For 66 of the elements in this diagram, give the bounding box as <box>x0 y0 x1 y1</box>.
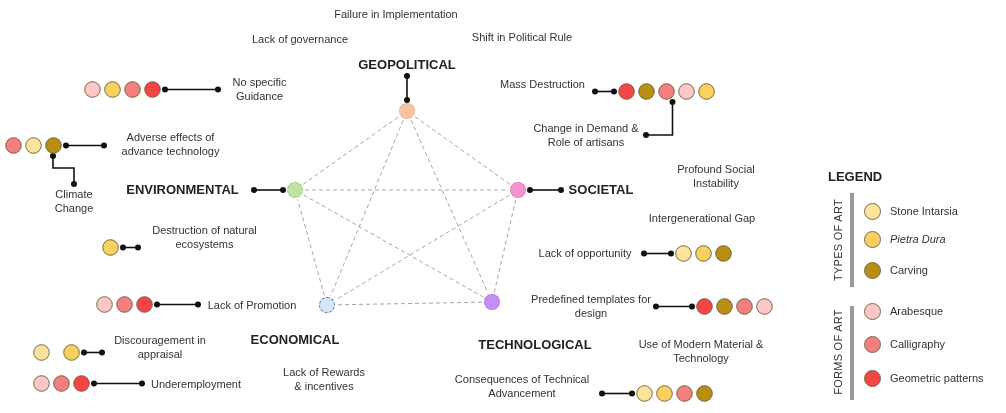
issue-label: Discouragement in appraisal <box>113 333 207 361</box>
color-dots <box>636 385 713 402</box>
issue-label: Lack of Promotion <box>207 298 297 312</box>
legend-text: Pietra Dura <box>890 232 946 248</box>
dashed-line <box>414 116 511 185</box>
legend-text: Arabesque <box>890 304 944 320</box>
category-label: GEOPOLITICAL <box>358 57 456 73</box>
issue-label: Intergenerational Gap <box>647 211 757 225</box>
color-dots <box>675 245 732 262</box>
color-dots <box>84 81 161 98</box>
issue-label: Profound Social Instability <box>676 162 756 190</box>
dashed-line <box>303 194 484 298</box>
connector-line <box>404 73 410 103</box>
issue-label: Lack of governance <box>251 32 349 46</box>
connector-line <box>643 99 676 138</box>
connector-line <box>91 380 145 387</box>
color-dots <box>33 375 90 392</box>
issue-label: Predefined templates for design <box>530 292 652 320</box>
issue-label: Failure in Implementation <box>333 7 459 21</box>
legend-title: LEGEND <box>828 168 884 186</box>
connector-line <box>592 88 617 95</box>
legend-text: Stone Intarsia <box>890 204 958 220</box>
legend-text: Geometric patterns <box>890 371 984 387</box>
legend-text: Calligraphy <box>890 337 946 353</box>
dashed-line <box>335 194 510 301</box>
color-dots <box>5 137 62 154</box>
issue-label: Mass Destruction <box>500 77 585 91</box>
dashed-line <box>336 301 483 306</box>
color-dots <box>102 239 119 256</box>
dashed-line <box>297 199 325 296</box>
connector-line <box>527 187 564 193</box>
connector-line <box>63 142 107 149</box>
connector-line <box>599 390 635 397</box>
issue-label: Underemployment <box>151 377 241 391</box>
dashed-line <box>493 199 517 293</box>
connector-line <box>120 244 141 251</box>
category-label: TECHNOLOGICAL <box>478 337 592 353</box>
category-label: ECONOMICAL <box>250 332 340 348</box>
issue-label: No specific Guidance <box>231 75 288 103</box>
issue-label: Adverse effects of advance technology <box>120 130 221 158</box>
color-dots <box>696 298 773 315</box>
issue-label: Change in Demand & Role of artisans <box>532 121 640 149</box>
issue-label: Use of Modern Material & Technology <box>637 337 765 365</box>
issue-label: Lack of opportunity <box>538 246 632 260</box>
color-dots <box>33 344 80 361</box>
issue-label: Shift in Political Rule <box>470 30 574 44</box>
issue-label: Lack of Rewards & incentives <box>282 365 366 393</box>
color-dots <box>96 296 153 313</box>
connector-line <box>154 301 201 308</box>
dashed-line <box>330 119 404 297</box>
color-dots <box>618 83 715 100</box>
category-label: ENVIRONMENTAL <box>126 182 239 198</box>
legend-text: Carving <box>890 263 928 279</box>
group-label: TYPES OF ART <box>831 198 845 283</box>
issue-label: Consequences of Technical Advancement <box>453 372 591 400</box>
connector-line <box>162 86 221 93</box>
connector-line <box>50 153 77 187</box>
connector-line <box>251 187 286 193</box>
group-label: FORMS OF ART <box>831 308 845 397</box>
connector-line <box>641 250 674 257</box>
issue-label: Destruction of natural ecosystems <box>151 223 258 251</box>
issue-label: Climate Change <box>53 187 95 215</box>
dashed-line <box>302 116 400 185</box>
category-label: SOCIETAL <box>568 182 634 198</box>
connector-line <box>653 303 695 310</box>
connector-line <box>81 349 105 356</box>
